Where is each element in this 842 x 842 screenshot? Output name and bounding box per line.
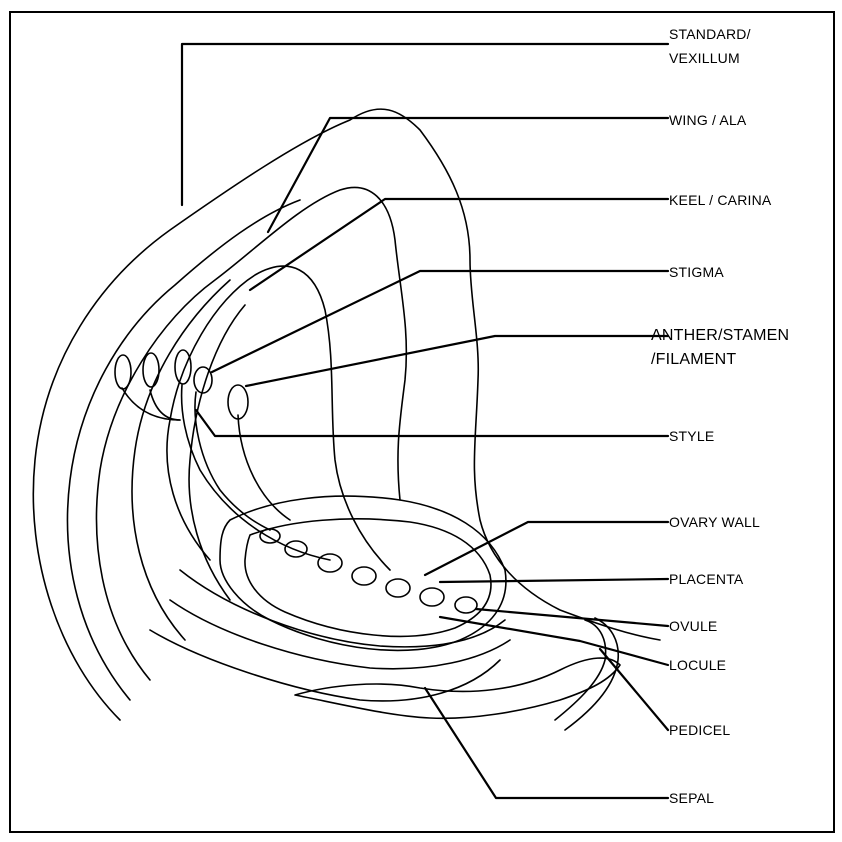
anther-2: [143, 353, 159, 387]
leader-style: [196, 410, 668, 436]
label-keel: KEEL / CARINA: [669, 188, 771, 212]
label-anther-line-1: ANTHER/STAMEN: [651, 324, 789, 348]
keel-petal-outline: [167, 266, 390, 570]
ovule-3: [318, 554, 342, 572]
pedicel-outline-2: [565, 618, 618, 730]
leader-ovary-wall: [425, 522, 668, 575]
label-anther-line-2: /FILAMENT: [651, 348, 789, 372]
leader-anther: [246, 336, 668, 386]
leader-placenta: [440, 579, 668, 582]
leader-wing: [268, 118, 668, 232]
anther-4: [228, 385, 248, 419]
leader-locule: [440, 617, 668, 665]
leader-standard: [182, 44, 668, 205]
ovule-7: [455, 597, 477, 613]
leader-ovule: [476, 609, 668, 626]
label-standard-line-1: STANDARD/: [669, 22, 751, 46]
label-ovule: OVULE: [669, 614, 717, 638]
anther-3: [175, 350, 191, 384]
label-wing: WING / ALA: [669, 108, 746, 132]
standard-petal-outline: [33, 109, 660, 720]
leader-stigma: [212, 271, 668, 372]
wing-petal-inner-outline: [132, 280, 230, 640]
label-placenta: PLACENTA: [669, 567, 743, 591]
ovule-5: [386, 579, 410, 597]
label-anther: ANTHER/STAMEN /FILAMENT: [651, 324, 789, 372]
anther-1: [115, 355, 131, 389]
filament-4: [238, 415, 290, 520]
label-style: STYLE: [669, 424, 714, 448]
keel-petal-inner-outline: [189, 305, 245, 600]
label-stigma: STIGMA: [669, 260, 724, 284]
leader-keel: [250, 199, 668, 290]
label-pedicel: PEDICEL: [669, 718, 730, 742]
label-sepal: SEPAL: [669, 786, 714, 810]
wing-petal-outline: [97, 187, 407, 680]
label-locule: LOCULE: [669, 653, 726, 677]
ovule-6: [420, 588, 444, 606]
standard-petal-inner-outline: [68, 200, 301, 700]
label-standard-line-2: VEXILLUM: [669, 46, 751, 70]
pedicel-outline-1: [555, 620, 606, 720]
ovule-2: [285, 541, 307, 557]
label-standard: STANDARD/ VEXILLUM: [669, 22, 751, 70]
ovule-4: [352, 567, 376, 585]
label-ovary-wall: OVARY WALL: [669, 510, 760, 534]
